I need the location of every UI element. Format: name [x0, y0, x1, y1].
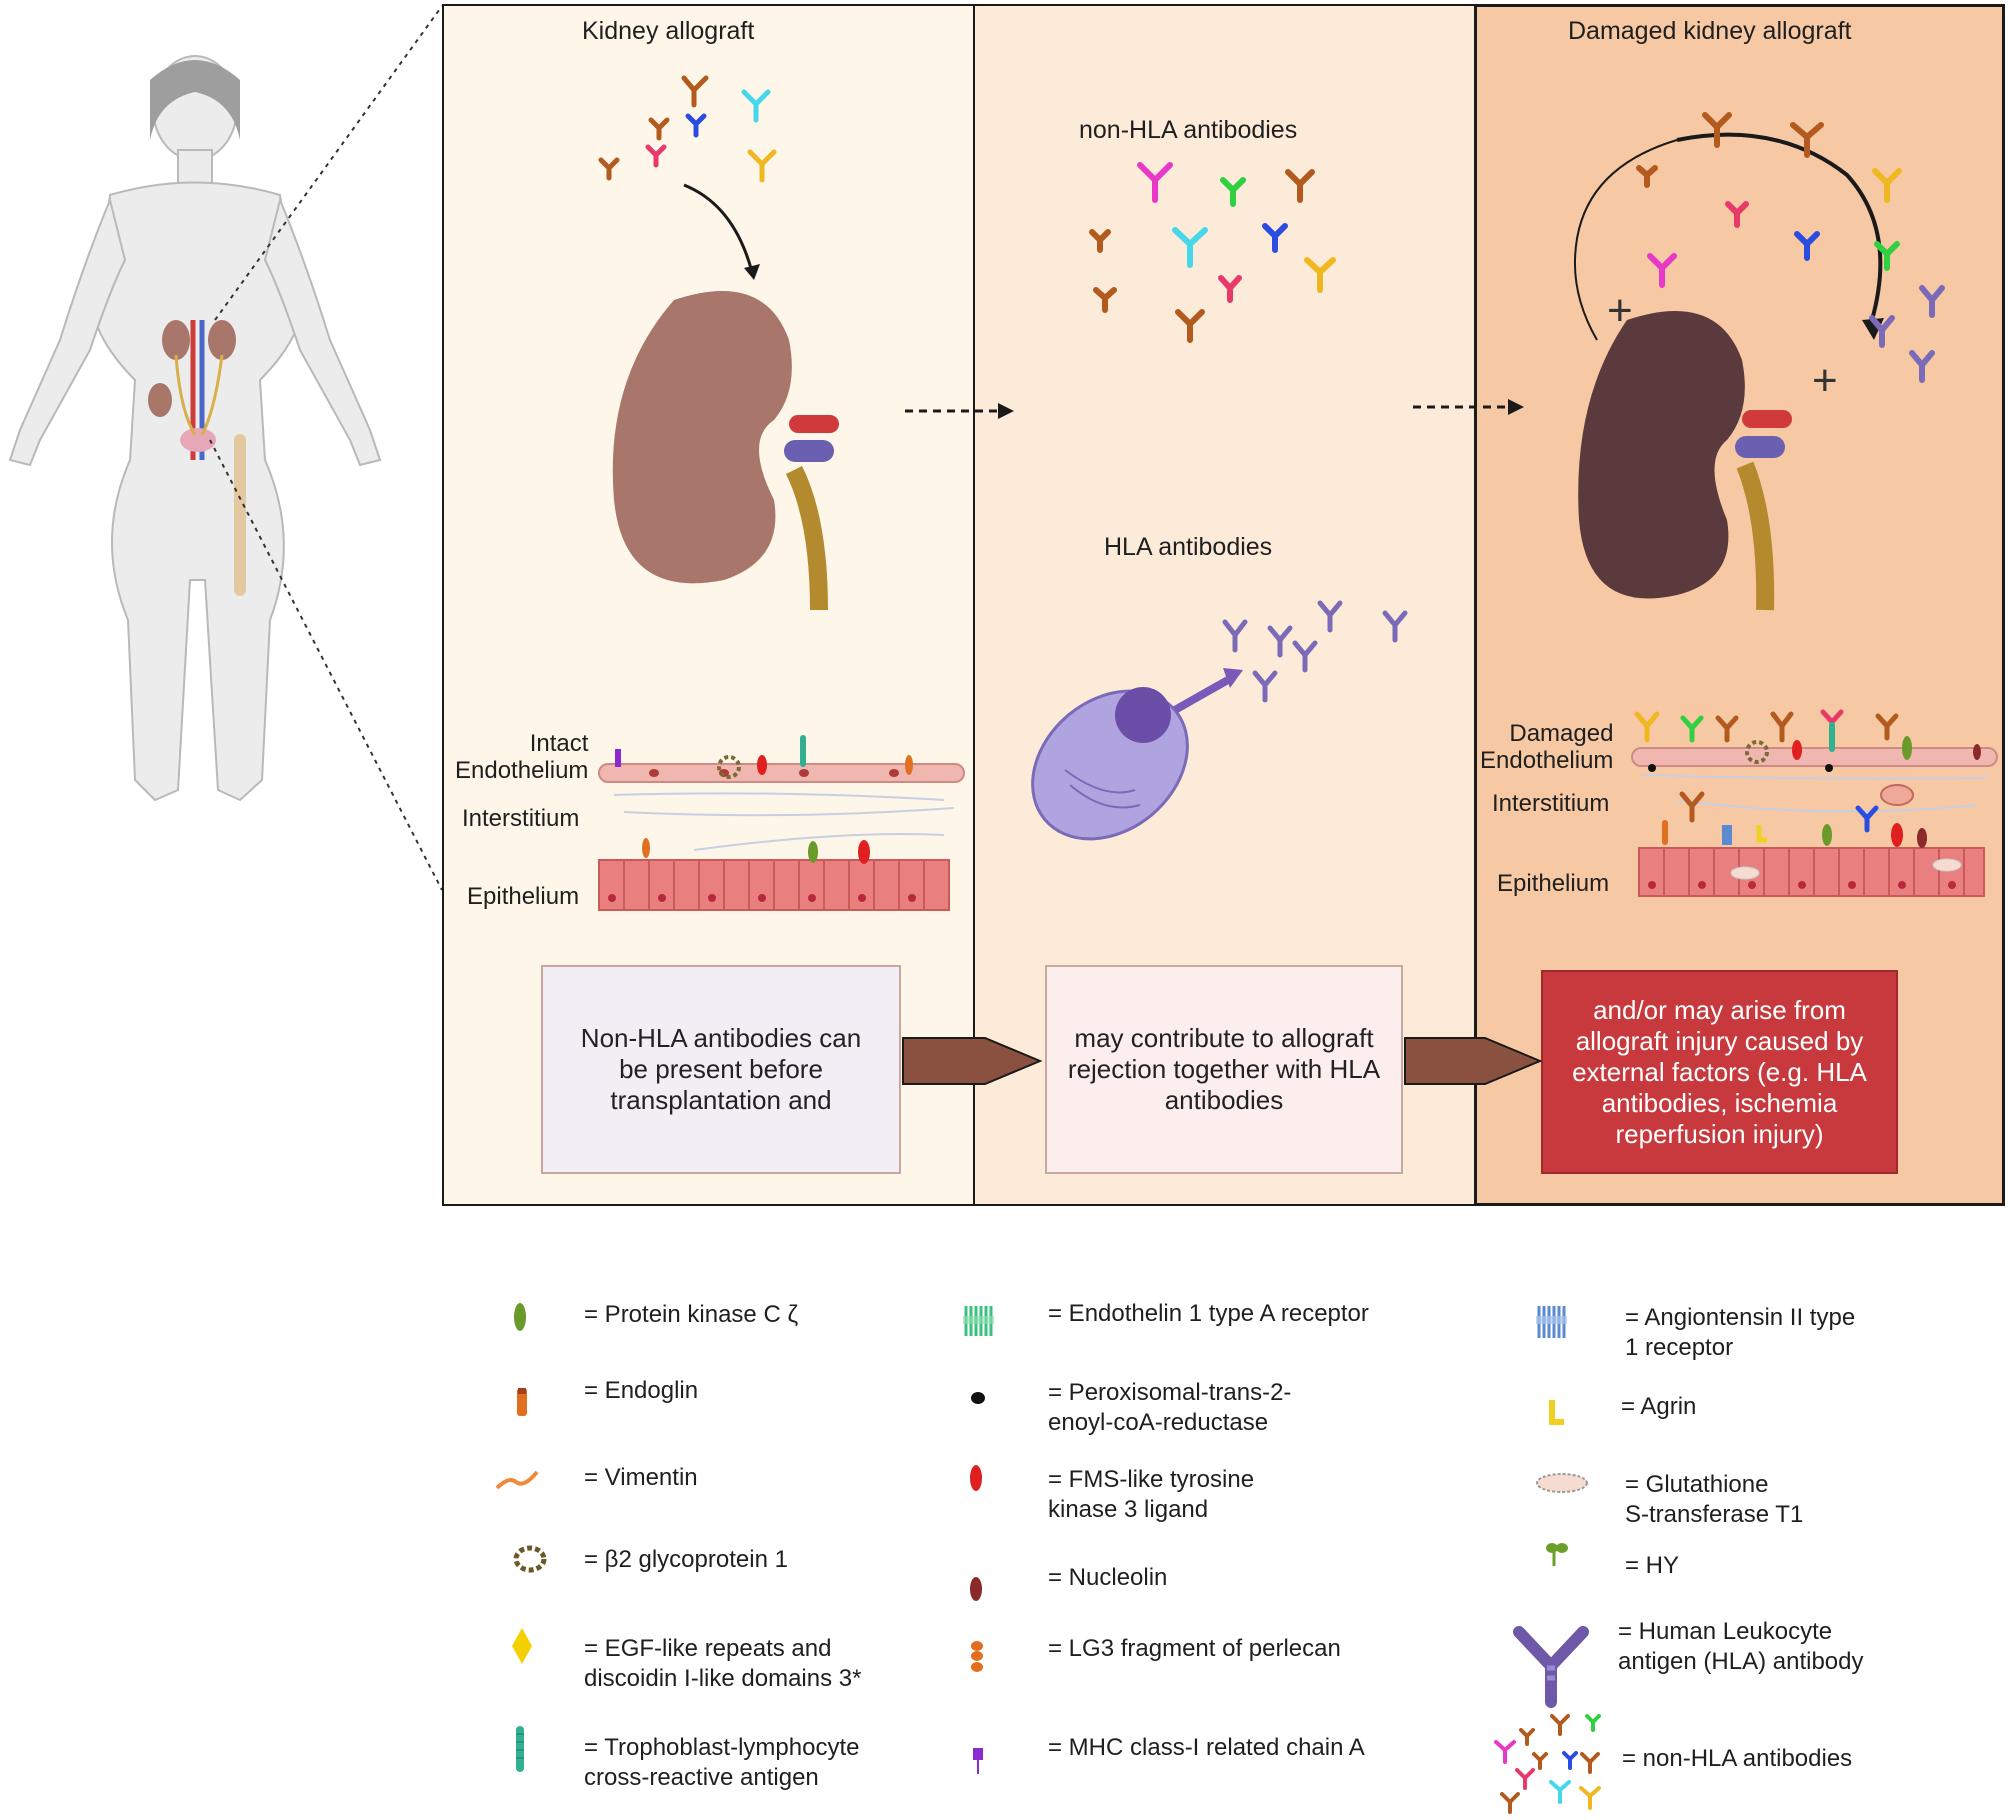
- panel-title-damaged-kidney-allograft: Damaged kidney allograft: [1568, 17, 1852, 45]
- epithelium-damaged-label: Epithelium: [1497, 870, 1610, 897]
- antibodies-illustration: [1031, 162, 1408, 841]
- beta2-glycoprotein-icon: [513, 1545, 547, 1573]
- endothelin-receptor-icon: [963, 1306, 994, 1336]
- legend-at1-receptor: = Angiontensin II type 1 receptor: [1625, 1304, 1856, 1361]
- human-body-figure: [8, 55, 382, 802]
- non-hla-antibodies-icon: [1494, 1714, 1601, 1814]
- agrin-icon: [1549, 1400, 1564, 1425]
- legend-nucleolin: = Nucleolin: [1048, 1564, 1168, 1591]
- at1-receptor-icon: [1536, 1306, 1567, 1338]
- legend-flt3-ligand: = FMS-like tyrosine kinase 3 ligand: [1048, 1466, 1255, 1523]
- legend-hy: = HY: [1625, 1552, 1680, 1579]
- legend-lg3-perlecan: = LG3 fragment of perlecan: [1048, 1635, 1341, 1662]
- svg-text:+: +: [1812, 356, 1838, 405]
- damaged-kidney-illustration: + +: [1573, 112, 1998, 897]
- legend-egf-repeats: = EGF-like repeats and discoidin I-like …: [584, 1635, 862, 1692]
- gstt1-icon: [1536, 1473, 1588, 1493]
- dashed-arrows: [905, 399, 1524, 419]
- text-box-allograft-injury: and/or may arise from allograft injury c…: [1541, 970, 1898, 1174]
- epithelium-label: Epithelium: [467, 883, 580, 910]
- vimentin-icon: [495, 1470, 539, 1490]
- legend-mica: = MHC class-I related chain A: [1048, 1734, 1365, 1761]
- protein-kinase-c-zeta-icon: [514, 1303, 526, 1331]
- legend-tla: = Trophoblast-lymphocyte cross-reactive …: [584, 1734, 860, 1791]
- legend-endothelin-receptor: = Endothelin 1 type A receptor: [1048, 1300, 1369, 1327]
- egf-repeats-icon: [512, 1628, 532, 1664]
- hla-antibody-icon: [1513, 1626, 1589, 1708]
- legend-protein-kinase-c-zeta: = Protein kinase C ζ: [584, 1301, 799, 1328]
- legend-non-hla-antibodies: = non-HLA antibodies: [1622, 1745, 1853, 1772]
- flt3-ligand-icon: [970, 1465, 982, 1491]
- legend-endoglin: = Endoglin: [584, 1377, 699, 1404]
- text-box-allograft-rejection: may contribute to allograft rejection to…: [1045, 965, 1403, 1174]
- legend-agrin: = Agrin: [1621, 1393, 1697, 1420]
- legend-hla-antibody: = Human Leukocyte antigen (HLA) antibody: [1618, 1618, 1864, 1675]
- panel-title-kidney-allograft: Kidney allograft: [582, 17, 755, 45]
- pecr-icon: [971, 1392, 985, 1404]
- legend-pecr: = Peroxisomal-trans-2- enoyl-coA-reducta…: [1048, 1379, 1292, 1436]
- tla-icon: [516, 1726, 524, 1772]
- intact-endothelium-label: Intact Endothelium: [455, 730, 589, 784]
- nucleolin-icon: [970, 1577, 982, 1601]
- non-hla-antibodies-label: non-HLA antibodies: [1079, 116, 1298, 144]
- lg3-perlecan-icon: [971, 1641, 983, 1672]
- box-arrows: [902, 1037, 1543, 1085]
- endoglin-icon: [517, 1388, 527, 1416]
- hla-antibodies-label: HLA antibodies: [1104, 533, 1273, 561]
- interstitium-label: Interstitium: [462, 805, 580, 832]
- legend-vimentin: = Vimentin: [584, 1464, 698, 1491]
- hy-icon: [1546, 1543, 1568, 1566]
- legend-gstt1: = Glutathione S-transferase T1: [1625, 1471, 1804, 1528]
- interstitium-damaged-label: Interstitium: [1492, 790, 1610, 817]
- kidney-allograft-illustration: [598, 75, 965, 911]
- mica-icon: [973, 1748, 983, 1774]
- text-box-before-transplantation: Non-HLA antibodies can be present before…: [541, 965, 901, 1174]
- damaged-endothelium-label: Damaged Endothelium: [1480, 720, 1614, 774]
- legend-beta2-glycoprotein: = β2 glycoprotein 1: [584, 1546, 788, 1573]
